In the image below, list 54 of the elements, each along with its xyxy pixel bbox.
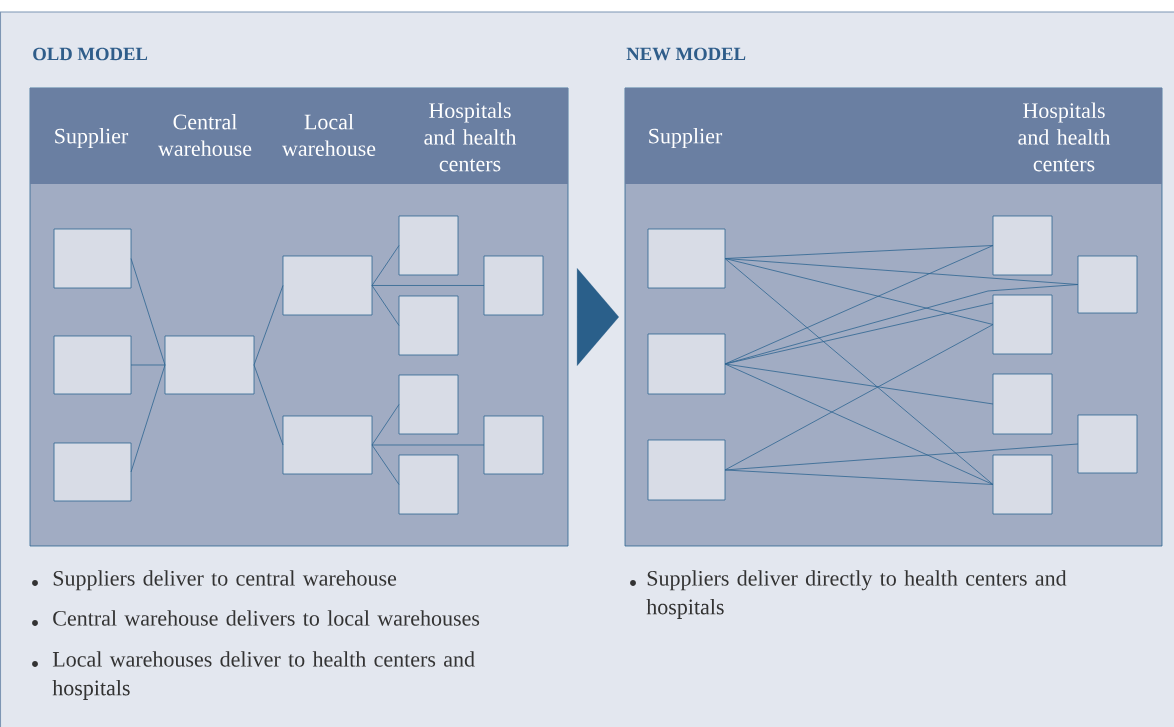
bullet-item: Suppliers deliver directly to health centers and hospitals: [630, 570, 1067, 619]
header-band: [625, 88, 1162, 184]
box: [992, 454, 1053, 515]
connector-line: [724, 245, 994, 365]
column-heading: Hospitals and health centers: [424, 102, 517, 172]
box: [647, 228, 726, 289]
connector-line: [724, 258, 994, 485]
bullet-item: Suppliers deliver to central warehouse: [32, 570, 397, 591]
connector-line: [724, 324, 994, 471]
connector-line: [253, 285, 284, 366]
header-band: [30, 88, 568, 184]
bullet-item: Central warehouse delivers to local warehouses: [32, 610, 480, 626]
box: [992, 373, 1053, 435]
connector-line: [724, 363, 994, 485]
box: [398, 454, 459, 515]
connector-line: [371, 285, 485, 286]
box: [647, 333, 726, 395]
box: [53, 228, 132, 289]
column-heading: Supplier: [55, 128, 129, 148]
connector-line: [130, 364, 166, 473]
box: [282, 415, 373, 475]
box: [1077, 255, 1138, 314]
connector-line: [253, 364, 284, 446]
bullet-item: Local warehouses deliver to health centers and hospitals: [32, 651, 475, 700]
connector-line: [724, 258, 994, 325]
connector-line: [724, 284, 1079, 365]
box: [647, 439, 726, 501]
connector-line: [130, 258, 166, 366]
panel-title: NEW MODEL: [626, 47, 746, 61]
panel-title: OLD MODEL: [33, 47, 148, 61]
box: [398, 374, 459, 435]
connector-line: [371, 404, 400, 446]
box: [398, 215, 459, 276]
column-heading: Supplier: [649, 128, 723, 148]
connector-line: [130, 364, 166, 366]
box: [53, 335, 132, 395]
box: [992, 215, 1053, 276]
connector-line: [371, 444, 400, 485]
box: [483, 415, 544, 475]
connector-line: [371, 245, 400, 286]
connector-line: [371, 285, 400, 326]
box: [992, 294, 1053, 355]
column-heading: Central warehouse: [158, 113, 252, 157]
column-heading: Hospitals and health centers: [1018, 102, 1111, 172]
connector-line: [371, 444, 485, 446]
box: [282, 255, 373, 316]
chevron-arrow: [576, 268, 619, 366]
column-heading: Local warehouse: [282, 113, 376, 157]
box: [53, 442, 132, 502]
box: [1077, 414, 1138, 474]
box: [164, 335, 255, 395]
connector-line: [724, 469, 994, 485]
box: [398, 295, 459, 356]
box: [483, 255, 544, 316]
